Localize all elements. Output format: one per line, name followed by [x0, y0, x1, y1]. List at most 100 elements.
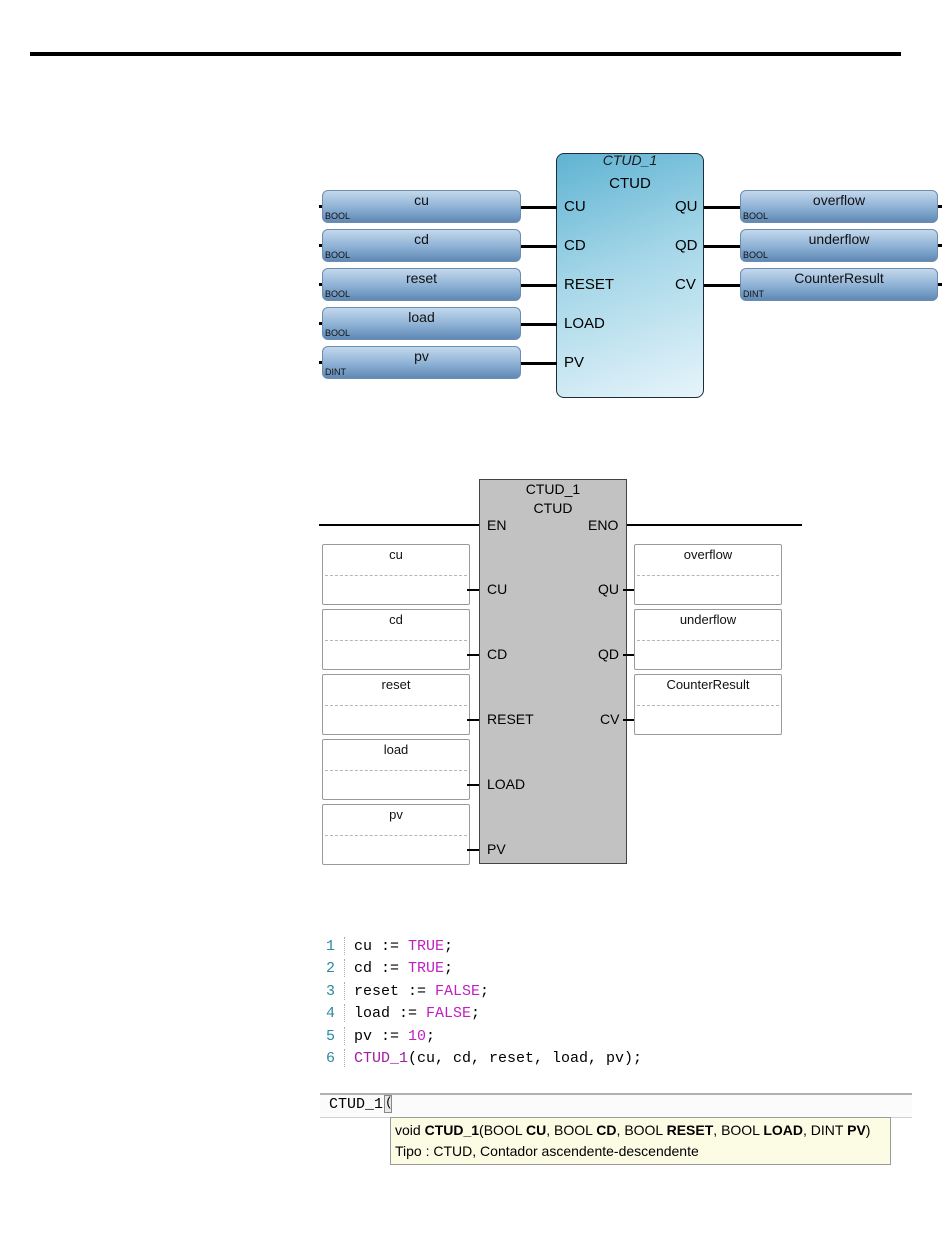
line-number: 3: [326, 982, 336, 1000]
divider: [637, 640, 779, 641]
code-operator: :=: [390, 1004, 427, 1022]
variable-name: overflow: [683, 547, 733, 562]
output-variable-overflow[interactable]: overflow BOOL: [740, 190, 938, 223]
input-variable-reset[interactable]: reset: [322, 674, 470, 735]
connector-stub: [319, 205, 323, 208]
output-variable-overflow[interactable]: overflow: [634, 544, 782, 605]
variable-name: pv: [414, 348, 429, 364]
divider: [637, 575, 779, 576]
gutter-separator: [344, 1049, 346, 1067]
connector-stub: [319, 283, 323, 286]
code-literal: TRUE: [408, 959, 445, 977]
input-variable-cd[interactable]: cd BOOL: [322, 229, 521, 262]
function-block-ctud-classic[interactable]: [479, 479, 627, 864]
connector-stub: [938, 205, 942, 208]
code-terminator: ;: [426, 1027, 436, 1045]
code-variable: load: [354, 1004, 391, 1022]
code-terminator: ;: [444, 959, 454, 977]
wire: [467, 654, 479, 656]
variable-type: BOOL: [325, 328, 351, 338]
code-arguments: (cu, cd, reset, load, pv);: [408, 1049, 643, 1067]
input-variable-pv[interactable]: pv DINT: [322, 346, 521, 379]
variable-name: CounterResult: [794, 270, 884, 286]
tooltip-signature: void CTUD_1(BOOL CU, BOOL CD, BOOL RESET…: [395, 1122, 871, 1138]
pin-pv-label: PV: [564, 354, 585, 371]
line-number: 4: [326, 1004, 336, 1022]
wire: [521, 362, 557, 365]
divider: [325, 705, 467, 706]
connector-stub: [319, 361, 323, 364]
code-operator: :=: [372, 1027, 409, 1045]
variable-name: overflow: [812, 192, 866, 208]
line-number: 2: [326, 959, 336, 977]
wire: [623, 589, 635, 591]
code-variable: pv: [354, 1027, 373, 1045]
variable-type: BOOL: [743, 211, 769, 221]
code-input-bar[interactable]: [320, 1093, 912, 1118]
param-type: DINT: [810, 1122, 844, 1138]
open-paren: (: [385, 1095, 393, 1110]
input-variable-reset[interactable]: reset BOOL: [322, 268, 521, 301]
code-literal: FALSE: [435, 982, 481, 1000]
block-type-name: CTUD: [609, 175, 651, 192]
code-literal: 10: [408, 1027, 427, 1045]
sig-name: CTUD_1: [424, 1122, 480, 1138]
line-number: 1: [326, 937, 336, 955]
code-terminator: ;: [444, 937, 454, 955]
code-literal: TRUE: [408, 937, 445, 955]
connector-stub: [938, 244, 942, 247]
output-variable-counterresult[interactable]: CounterResult DINT: [740, 268, 938, 301]
gutter-separator: [344, 1004, 346, 1022]
divider: [325, 770, 467, 771]
gutter-separator: [344, 937, 346, 955]
variable-type: BOOL: [325, 250, 351, 260]
variable-name: reset: [405, 270, 438, 286]
divider: [325, 835, 467, 836]
wire: [521, 206, 557, 209]
input-variable-load[interactable]: load BOOL: [322, 307, 521, 340]
divider: [637, 705, 779, 706]
tooltip-description: Tipo : CTUD, Contador ascendente-descend…: [395, 1143, 699, 1159]
input-variable-cu[interactable]: cu BOOL: [322, 190, 521, 223]
param-name: PV: [847, 1122, 866, 1138]
param-name: RESET: [666, 1122, 714, 1138]
pin-eno-label: ENO: [588, 517, 619, 533]
input-variable-cd[interactable]: cd: [322, 609, 470, 670]
pin-cv-label: CV: [600, 711, 620, 727]
line-number: 6: [326, 1049, 336, 1067]
output-variable-underflow[interactable]: underflow BOOL: [740, 229, 938, 262]
variable-name: cu: [389, 547, 403, 562]
gutter-separator: [344, 982, 346, 1000]
input-variable-pv[interactable]: pv: [322, 804, 470, 865]
block-instance-name: CTUD_1: [525, 481, 581, 497]
divider: [325, 575, 467, 576]
code-variable: cd: [354, 959, 373, 977]
variable-type: DINT: [325, 367, 346, 377]
param-type: BOOL: [483, 1122, 523, 1138]
output-variable-underflow[interactable]: underflow: [634, 609, 782, 670]
variable-type: BOOL: [325, 289, 351, 299]
variable-name: pv: [389, 807, 403, 822]
input-variable-load[interactable]: load: [322, 739, 470, 800]
wire: [521, 323, 557, 326]
pin-cd-label: CD: [564, 237, 586, 254]
wire: [467, 589, 479, 591]
variable-type: DINT: [743, 289, 764, 299]
code-operator: :=: [372, 937, 409, 955]
pin-cv-label: CV: [675, 276, 696, 293]
variable-name: underflow: [679, 612, 737, 627]
variable-type: BOOL: [325, 211, 351, 221]
signature-tooltip: void CTUD_1(BOOL CU, BOOL CD, BOOL RESET…: [390, 1117, 891, 1165]
pin-cu-label: CU: [487, 581, 508, 597]
function-block-ctud[interactable]: [556, 153, 704, 398]
block-instance-name: CTUD_1: [602, 152, 658, 168]
output-variable-counterresult[interactable]: CounterResult: [634, 674, 782, 735]
input-variable-cu[interactable]: cu: [322, 544, 470, 605]
code-input-text[interactable]: CTUD_1(: [329, 1095, 393, 1113]
connector-stub: [319, 322, 323, 325]
connector-stub: [319, 244, 323, 247]
